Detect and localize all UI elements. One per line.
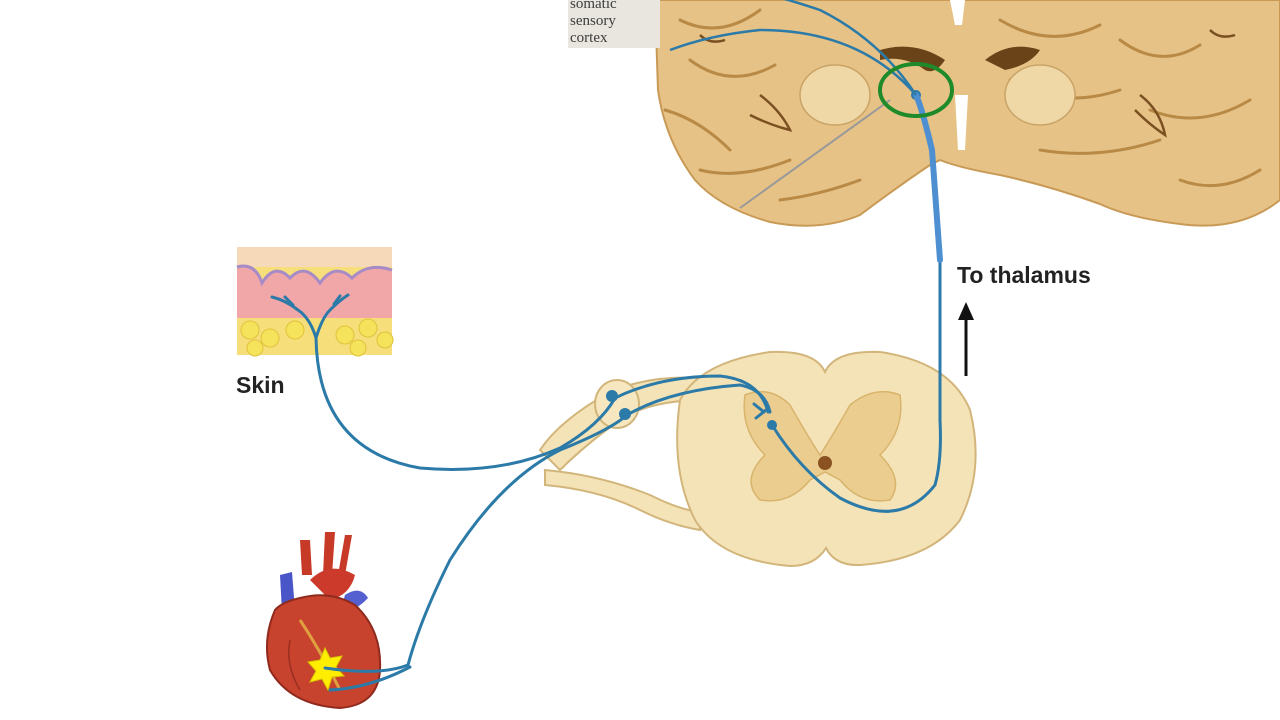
skin-tissue-illustration (236, 247, 394, 357)
heart-illustration (265, 532, 382, 710)
cortex-label-line3: cortex (570, 30, 608, 46)
cortex-label: somatic sensory cortex (568, 0, 660, 48)
cortex-label-line1: somatic (570, 0, 617, 12)
thalamus-highlight-circle (878, 62, 954, 118)
ascending-tract (913, 92, 943, 263)
cortex-label-line2: sensory (570, 13, 616, 29)
nerve-fibers (270, 258, 942, 692)
spinal-cord-section (538, 350, 977, 568)
up-arrow-icon (958, 302, 974, 376)
brain-coronal-section (653, 0, 1280, 227)
skin-label: Skin (236, 372, 285, 398)
to-thalamus-label: To thalamus (957, 262, 1091, 288)
